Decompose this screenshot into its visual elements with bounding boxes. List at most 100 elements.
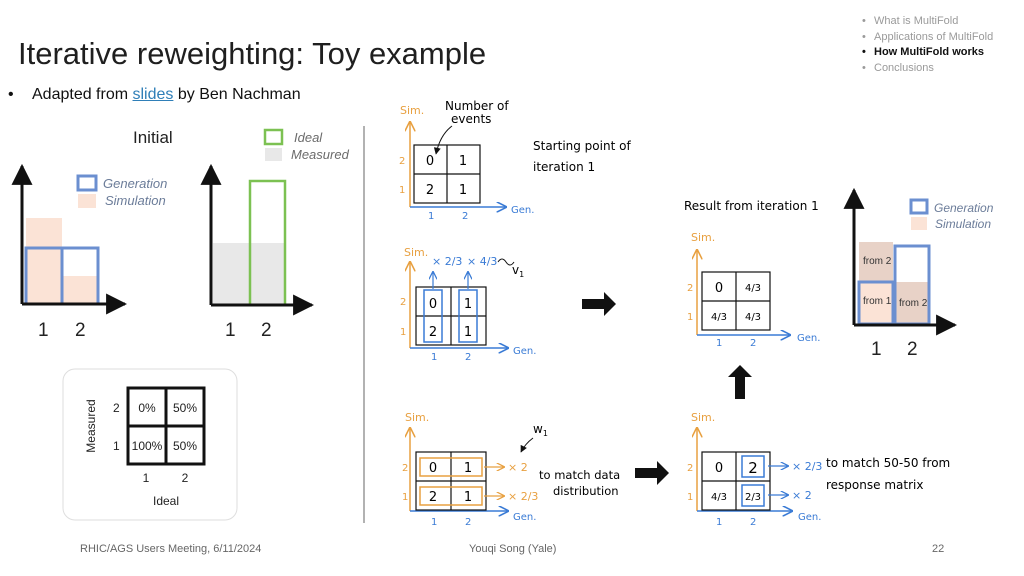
card-border: [62, 368, 238, 521]
sim-tick-1: 1: [400, 327, 406, 338]
grid-cell-0: 0: [429, 461, 437, 476]
sim-label: Sim.: [405, 411, 429, 424]
sim-tick-2: 2: [400, 297, 406, 308]
starting-point-line1: Starting point of: [533, 139, 631, 153]
arrow-right-2: [635, 461, 669, 485]
attribution-bullet: •Adapted from slides by Ben Nachman: [8, 86, 301, 103]
legend-simulation-swatch: [78, 194, 96, 208]
cell-highlight-top: [741, 455, 765, 478]
grid-cell-2: 2: [429, 325, 437, 340]
w1-mult-23: × 2/3: [508, 490, 538, 503]
grid-cell-3: 1: [459, 183, 467, 198]
sim-label: Sim.: [404, 246, 428, 259]
x-tick-1: 1: [38, 320, 49, 341]
result-label: Result from iteration 1: [684, 199, 819, 213]
sketch-starting-point: Sim. Gen. 0 1 2 1 2 1 1 2 Number of even…: [399, 99, 631, 222]
sim-from2-top-bar: [859, 242, 893, 282]
gen-label: Gen.: [513, 512, 536, 523]
column-highlight-2: [458, 289, 478, 343]
match-response-line2: response matrix: [826, 478, 923, 492]
sketch-v1: Sim. Gen. 0 1 2 1 2 1 1 2 × 2/3 × 4/3 v1: [400, 246, 536, 363]
grid-cell-0: 0: [715, 281, 723, 296]
matrix-cell-3: 50%: [173, 439, 197, 453]
from2-right-label: from 2: [899, 298, 928, 309]
sim-tick-2: 2: [399, 156, 405, 167]
matrix-row-label-2: 2: [113, 401, 120, 415]
matrix-xlabel: Ideal: [153, 494, 179, 508]
matrix-row-label-1: 1: [113, 439, 120, 453]
legend-measured: Measured: [291, 147, 350, 162]
grid-cell-3: 1: [464, 490, 472, 505]
legend-simulation-swatch: [911, 217, 927, 230]
nav-item-how-multifold-works[interactable]: How MultiFold works: [862, 45, 993, 61]
grid-cell-0: 0: [715, 461, 723, 476]
arrow-up: [728, 365, 752, 399]
gen-label: Gen.: [511, 205, 534, 216]
matrix-cell-0: 0%: [138, 401, 156, 415]
gen-tick-1: 1: [431, 352, 437, 363]
footer-page-number: 22: [932, 543, 945, 555]
sketch-result-iteration-1: Result from iteration 1 Sim. Gen. 0 4/3 …: [684, 199, 820, 349]
matrix-col-label-1: 1: [143, 471, 150, 485]
sim-from2-right-bar: [893, 282, 929, 324]
starting-point-line2: iteration 1: [533, 160, 595, 174]
legend-measured-swatch: [265, 148, 282, 161]
matrix-cell-1: 50%: [173, 401, 197, 415]
grid-cell-1: 4/3: [745, 283, 761, 294]
legend-generation: Generation: [934, 201, 994, 215]
grid-cell-3: 4/3: [745, 312, 761, 323]
match-data-line2: distribution: [553, 484, 619, 498]
initial-label: Initial: [133, 128, 173, 147]
slide-title: Iterative reweighting: Toy example: [18, 36, 487, 71]
sim-label: Sim.: [400, 104, 424, 117]
section-nav: What is MultiFold Applications of MultiF…: [862, 14, 993, 76]
slides-link[interactable]: slides: [132, 86, 174, 103]
gen-tick-1: 1: [431, 517, 437, 528]
grid-cell-1: 1: [464, 297, 472, 312]
gen-tick-2: 2: [465, 517, 471, 528]
attribution-suffix: by Ben Nachman: [173, 86, 301, 103]
gen-tick-2: 2: [462, 211, 468, 222]
x-tick-2: 2: [907, 339, 918, 360]
grid-cell-2: 2: [429, 490, 437, 505]
row-highlight-2: [419, 457, 483, 477]
footer-meeting: RHIC/AGS Users Meeting, 6/11/2024: [80, 543, 262, 555]
w1-pointer: [520, 437, 534, 453]
sketch-w1: Sim. Gen. 0 1 2 1 2 1 1 2 × 2 × 2/3 w1 t…: [402, 411, 620, 528]
match-data-line1: to match data: [539, 468, 620, 482]
grid-cell-3: 2/3: [745, 492, 761, 503]
sim-bar-1: [26, 218, 62, 304]
gen-label: Gen.: [797, 333, 820, 344]
matrix-col-label-2: 2: [182, 471, 189, 485]
gen-tick-1: 1: [716, 517, 722, 528]
x-tick-2: 2: [261, 320, 272, 341]
initial-histogram: 1 2 Generation Simulation: [11, 163, 167, 341]
gen-tick-2: 2: [750, 338, 756, 349]
footer-author: Youqi Song (Yale): [469, 543, 557, 555]
number-of-events-line2: events: [451, 112, 491, 126]
gen-tick-2: 2: [465, 352, 471, 363]
from1-label: from 1: [863, 296, 892, 307]
nav-item-applications[interactable]: Applications of MultiFold: [862, 30, 993, 46]
v1-label: v1: [512, 263, 524, 279]
nav-item-conclusions[interactable]: Conclusions: [862, 61, 993, 77]
sim-tick-2: 2: [402, 463, 408, 474]
legend-generation-swatch: [76, 174, 98, 192]
legend-generation: Generation: [103, 176, 167, 191]
v1-mult-23: × 2/3: [432, 255, 462, 268]
sim-tick-2: 2: [687, 463, 693, 474]
gen-tick-2: 2: [750, 517, 756, 528]
grid-cell-2: 2: [426, 183, 434, 198]
grid-cell-1: 1: [459, 154, 467, 169]
gen-label: Gen.: [513, 346, 536, 357]
ideal-measured-histogram: 1 2 Ideal Measured: [200, 128, 350, 341]
sketch-final-step: Sim. Gen. 0 2 4/3 2/3 2 1 1 2 × 2/3 × 2 …: [687, 411, 950, 528]
grid-cell-2: 4/3: [711, 312, 727, 323]
legend-ideal: Ideal: [294, 130, 323, 145]
nav-item-what-is-multifold[interactable]: What is MultiFold: [862, 14, 993, 30]
x-tick-2: 2: [75, 320, 86, 341]
grid-cell-0: 0: [426, 154, 434, 169]
legend-simulation: Simulation: [105, 193, 166, 208]
